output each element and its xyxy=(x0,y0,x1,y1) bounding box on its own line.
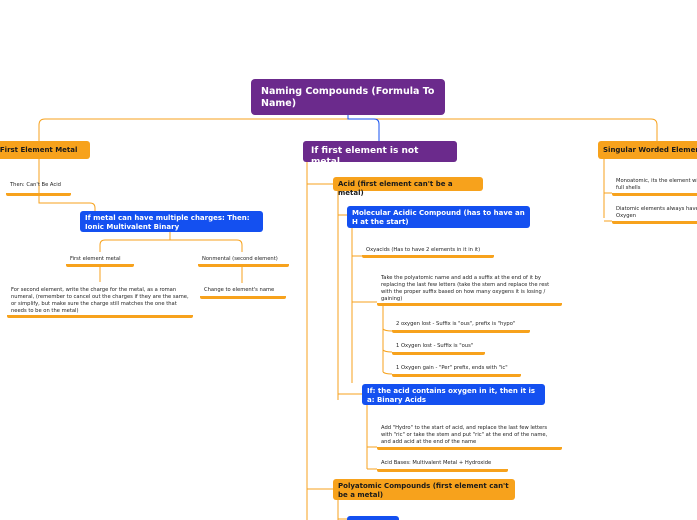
root-node[interactable]: Naming Compounds (Formula To Name) xyxy=(251,79,445,115)
leaf-acid-bases[interactable]: Acid Bases: Multivalent Metal + Hydroxid… xyxy=(377,460,508,472)
topic-polyatomic-compounds[interactable]: Polyatomic Compounds (first element can'… xyxy=(333,479,515,500)
leaf-nonmental-second[interactable]: Nonmental (second element) xyxy=(198,256,289,267)
topic-molecular-acidic[interactable]: Molecular Acidic Compound (has to have a… xyxy=(347,206,530,228)
link-root-right xyxy=(348,118,658,141)
leaf-two-oxygen-lost[interactable]: 2 oxygen lost - Suffix is "ous", prefix … xyxy=(392,321,530,333)
topic-partial-offscreen[interactable] xyxy=(347,516,399,520)
link-root-center xyxy=(347,115,380,141)
link-multi-children xyxy=(99,232,243,252)
link-suffix-1 xyxy=(382,328,393,332)
leaf-polyatomic-suffix[interactable]: Take the polyatomic name and add a suffi… xyxy=(377,275,562,306)
link-suffix-3 xyxy=(382,371,393,375)
link-suffix-2 xyxy=(382,349,393,353)
leaf-cant-be-acid[interactable]: Then: Can't Be Acid xyxy=(6,182,71,196)
branch-first-element-metal[interactable]: If: First Element Metal xyxy=(0,141,90,159)
branch-singular-worded[interactable]: Singular Worded Elements xyxy=(598,141,697,159)
topic-multiple-charges[interactable]: If metal can have multiple charges: Then… xyxy=(80,211,263,232)
leaf-first-element-metal[interactable]: First element metal xyxy=(66,256,134,267)
leaf-one-oxygen-lost[interactable]: 1 Oxygen lost - Suffix is "ous" xyxy=(392,343,485,355)
leaf-change-name[interactable]: Change to element's name xyxy=(200,287,286,299)
leaf-one-oxygen-gain[interactable]: 1 Oxygen gain - "Per" prefix, ends with … xyxy=(392,365,521,377)
link-root-left xyxy=(38,115,349,141)
leaf-oxyacids[interactable]: Oxyacids (Has to have 2 elements in it i… xyxy=(362,247,494,258)
link-left-leaf xyxy=(38,159,96,211)
branch-not-metal[interactable]: If first element is not metal xyxy=(303,141,457,167)
leaf-second-element-roman[interactable]: For second element, write the charge for… xyxy=(7,287,193,318)
leaf-diatomic[interactable]: Diatomic elements always have Oxygen xyxy=(612,206,697,224)
topic-binary-acids[interactable]: If: the acid contains oxygen in it, then… xyxy=(362,384,545,405)
leaf-monatomic[interactable]: Monoatomic, its the element with full sh… xyxy=(612,178,697,196)
leaf-add-hydro[interactable]: Add "Hydro" to the start of acid, and re… xyxy=(377,425,562,450)
topic-acid[interactable]: Acid (first element can't be a metal) xyxy=(333,177,483,197)
